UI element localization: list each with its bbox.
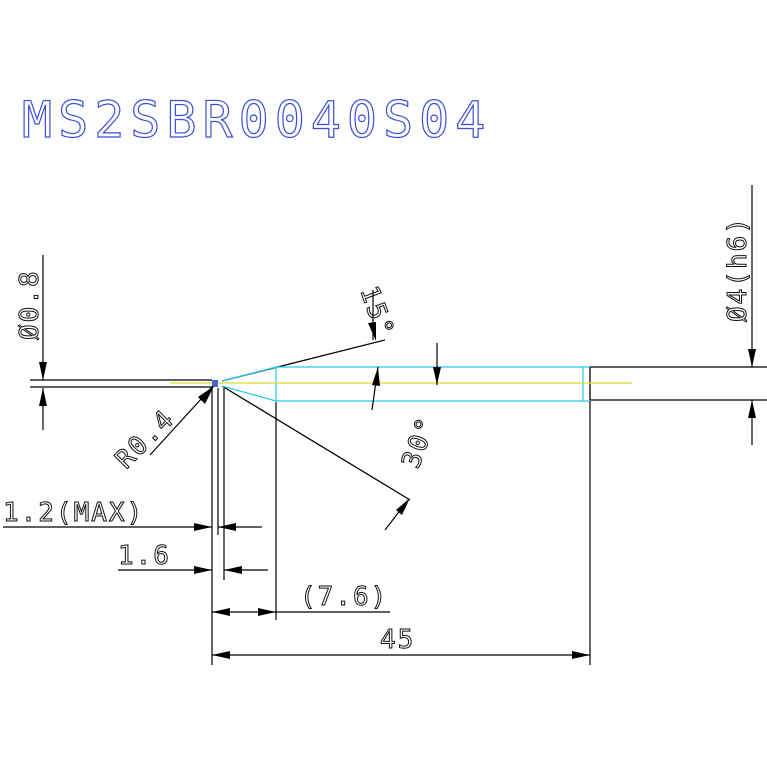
- ball-tip: [212, 380, 218, 387]
- neck-length-dimension: 1.6: [118, 541, 268, 574]
- tip-diameter-label: Ø0.8: [15, 269, 45, 340]
- overall-length-label: 45: [380, 625, 415, 655]
- shank-diameter-label: Ø4(h6): [723, 216, 753, 322]
- overall-length-dimension: 45: [212, 625, 590, 659]
- flute-length-dimension: 1.2(MAX): [3, 498, 262, 531]
- taper-angle-dimension: 15°: [353, 282, 441, 411]
- ball-radius-label: R0.4: [110, 404, 181, 475]
- taper-length-dimension: (7.6): [212, 582, 390, 616]
- tip-diameter-dimension: Ø0.8: [15, 255, 47, 430]
- tool-outline: [30, 339, 767, 501]
- neck-length-label: 1.6: [118, 541, 171, 571]
- taper-geometry: [221, 366, 590, 402]
- ball-radius-dimension: R0.4: [109, 385, 214, 475]
- included-angle-dimension: 30°: [384, 412, 443, 531]
- taper-half-angle-label: 15°: [353, 282, 399, 342]
- extension-lines: [211, 388, 591, 665]
- included-angle-label: 30°: [396, 412, 442, 472]
- shank-diameter-dimension: Ø4(h6): [723, 185, 756, 445]
- part-number: MS2SBR0040S04: [22, 91, 491, 149]
- taper-length-label: (7.6): [300, 582, 388, 612]
- flute-length-label: 1.2(MAX): [3, 498, 144, 528]
